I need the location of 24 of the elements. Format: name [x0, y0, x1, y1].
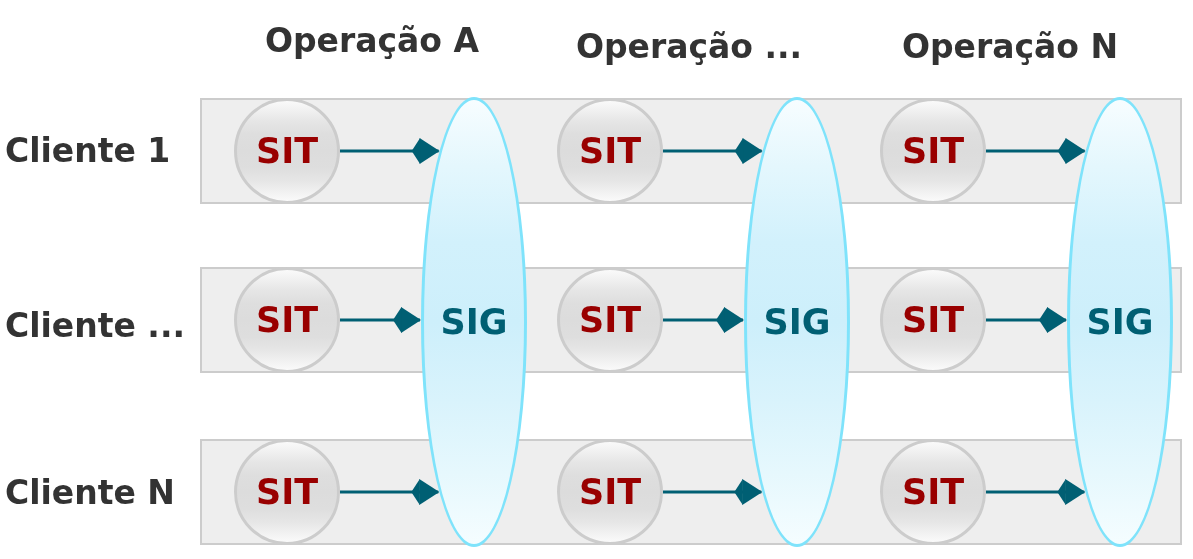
arrow [340, 307, 421, 333]
column-header: Operação A [264, 22, 480, 60]
circle-node: SIT [557, 267, 663, 373]
row-label: Cliente ... [5, 307, 185, 345]
circle-node: SIT [234, 98, 340, 204]
arrow [663, 479, 763, 505]
row-label: Cliente 1 [5, 132, 171, 170]
circle-node: SIT [880, 267, 986, 373]
arrow [663, 307, 744, 333]
arrow [663, 138, 763, 164]
circle-node: SIT [880, 439, 986, 545]
arrow [986, 138, 1086, 164]
circle-node: SIT [234, 267, 340, 373]
arrow [986, 479, 1086, 505]
column-header: Operação ... [575, 28, 803, 66]
row-label: Cliente N [5, 474, 175, 512]
arrow [340, 138, 440, 164]
circle-node: SIT [234, 439, 340, 545]
circle-node: SIT [557, 439, 663, 545]
circle-node: SIT [880, 98, 986, 204]
circle-node: SIT [557, 98, 663, 204]
arrow [986, 307, 1067, 333]
arrow [340, 479, 440, 505]
column-header: Operação N [901, 28, 1119, 66]
